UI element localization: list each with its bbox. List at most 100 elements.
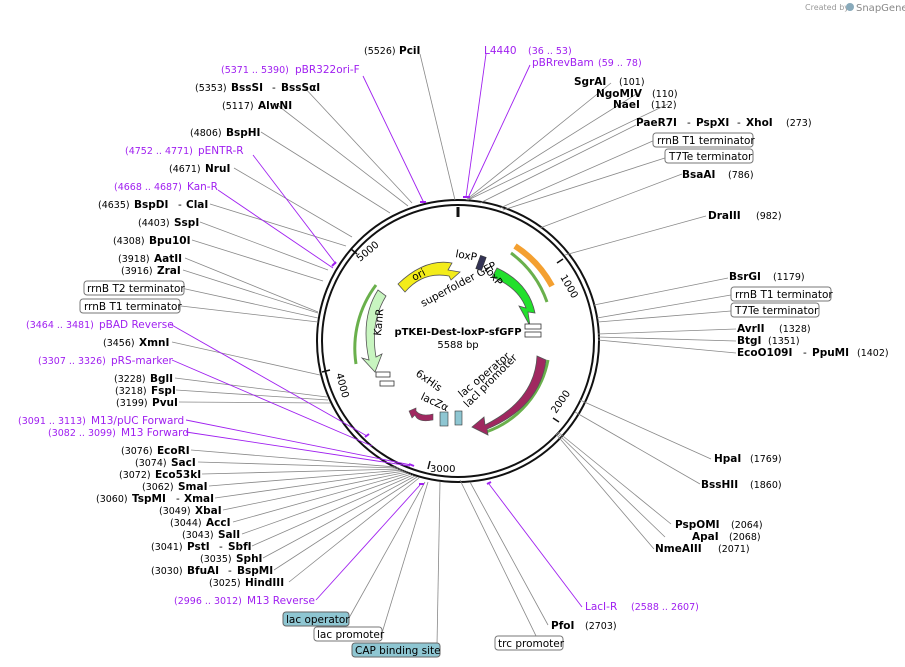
- site-sspi[interactable]: SspI: [174, 217, 199, 229]
- trc-promoter-box[interactable]: [494, 635, 564, 651]
- primer-range-m13-puc-forward: (3091 .. 3113): [18, 416, 86, 427]
- backbone-outer: [316, 199, 600, 483]
- rrnb-t1-right-box[interactable]: [730, 286, 832, 302]
- site-bsshii[interactable]: BssHII: [701, 479, 738, 491]
- kanr-arrow[interactable]: [360, 289, 387, 373]
- t7te-right-box[interactable]: [730, 302, 820, 318]
- primer-m13-reverse[interactable]: M13 Reverse: [247, 595, 315, 607]
- site-alwni[interactable]: AlwNI: [258, 100, 292, 112]
- primer-prs-marker[interactable]: pRS-marker: [111, 355, 174, 367]
- lac-promoter-box[interactable]: [313, 626, 383, 642]
- site-sbfi[interactable]: SbfI: [228, 541, 252, 553]
- rrnb-t1-left-box[interactable]: [79, 298, 181, 314]
- cap-site-block[interactable]: [454, 410, 463, 426]
- site-aatii[interactable]: AatII: [154, 253, 182, 265]
- backbone-inner: [321, 204, 595, 478]
- site-bspmi[interactable]: BspMI: [237, 565, 273, 577]
- ori-arrow[interactable]: [397, 261, 461, 293]
- laci-arrow[interactable]: [471, 355, 547, 436]
- primer-pbr322ori-f[interactable]: pBR322ori-F: [295, 64, 360, 76]
- site-ecori[interactable]: EcoRI: [157, 445, 190, 457]
- plasmid-name: pTKEI-Dest-loxP-sfGFP: [394, 327, 521, 338]
- cap-site-box[interactable]: [351, 642, 441, 658]
- site-bfuai[interactable]: BfuAI: [187, 565, 219, 577]
- site-psti[interactable]: PstI: [187, 541, 210, 553]
- site-pspomi[interactable]: PspOMI: [675, 519, 720, 531]
- site-zrai[interactable]: ZraI: [157, 265, 181, 277]
- site-bspdi[interactable]: BspDI: [134, 199, 168, 211]
- site-eco53ki[interactable]: Eco53kI: [155, 469, 201, 481]
- site-xmai[interactable]: XmaI: [184, 493, 214, 505]
- loxp-block[interactable]: [475, 255, 487, 271]
- primer-m13-puc-forward[interactable]: M13/pUC Forward: [91, 415, 184, 427]
- primer-l4440[interactable]: L4440: [484, 45, 517, 57]
- primer-kan-r[interactable]: Kan-R: [187, 181, 218, 193]
- site-bgli[interactable]: BglI: [150, 373, 173, 385]
- t7te-top-box[interactable]: [664, 148, 754, 164]
- leader-lines: [171, 53, 737, 646]
- site-avrii[interactable]: AvrII: [737, 323, 765, 335]
- rrnb-t2-left-box[interactable]: [83, 280, 185, 296]
- sfgfp-arrow[interactable]: [491, 267, 536, 327]
- terminator-block-4[interactable]: [379, 380, 395, 387]
- primer-range-l4440: (36 .. 53): [528, 46, 572, 57]
- site-xhoi[interactable]: XhoI: [746, 117, 773, 129]
- site-sphi[interactable]: SphI: [236, 553, 262, 565]
- site-xmni[interactable]: XmnI: [139, 337, 169, 349]
- site-saci[interactable]: SacI: [171, 457, 196, 469]
- site-sgrai[interactable]: SgrAI: [574, 76, 606, 88]
- terminator-block-2[interactable]: [524, 331, 542, 338]
- site-smai[interactable]: SmaI: [178, 481, 208, 493]
- site-fspi[interactable]: FspI: [151, 385, 176, 397]
- site-apai[interactable]: ApaI: [692, 531, 719, 543]
- primer-range-pentr-r: (4752 .. 4771): [125, 146, 193, 157]
- site-ngomiv[interactable]: NgoMIV: [596, 88, 643, 100]
- site-acci[interactable]: AccI: [206, 517, 230, 529]
- orange-feature-arc: [513, 243, 555, 288]
- site-bsaai[interactable]: BsaAI: [682, 169, 715, 181]
- site-tspmi[interactable]: TspMI: [132, 493, 166, 505]
- rrnb-t1-top-box[interactable]: [652, 132, 754, 148]
- primer-ticks: [331, 196, 492, 485]
- site-pcii[interactable]: PciI: [399, 45, 420, 57]
- primer-range-pbrrevbam: (59 .. 78): [598, 58, 642, 69]
- site-sali[interactable]: SalI: [218, 529, 240, 541]
- green-arc-left: [353, 284, 378, 365]
- site-pvui[interactable]: PvuI: [152, 397, 178, 409]
- ruler-3000: 3000: [430, 464, 455, 475]
- site-pfoi[interactable]: PfoI: [551, 620, 574, 632]
- primer-pbrrevbam[interactable]: pBRrevBam: [532, 57, 594, 69]
- site-clai[interactable]: ClaI: [186, 199, 208, 211]
- site-pos-pvui: (3199): [116, 398, 148, 409]
- site-naei[interactable]: NaeI: [613, 99, 640, 111]
- primer-pentr-r[interactable]: pENTR-R: [198, 145, 244, 157]
- site-pos-btgi: (1351): [768, 336, 800, 347]
- primer-laci-r[interactable]: LacI-R: [585, 601, 617, 613]
- site-pspxi[interactable]: PspXI: [696, 117, 729, 129]
- site-bsssai[interactable]: BssSαI: [281, 82, 320, 94]
- site-bsphi[interactable]: BspHI: [226, 127, 260, 139]
- lacza-arrow[interactable]: [408, 407, 434, 422]
- site-nmeaiii[interactable]: NmeAIII: [655, 543, 702, 555]
- primer-m13-forward[interactable]: M13 Forward: [121, 427, 189, 439]
- site-paer7i[interactable]: PaeR7I: [636, 117, 677, 129]
- site-hindiii[interactable]: HindIII: [245, 577, 284, 589]
- site-bpu10i[interactable]: Bpu10I: [149, 235, 191, 247]
- site-pos-hindiii: (3025): [209, 578, 241, 589]
- trc-promoter-label: trc promoter: [498, 638, 565, 650]
- site-hpai[interactable]: HpaI: [714, 453, 741, 465]
- site-xbai[interactable]: XbaI: [195, 505, 222, 517]
- site-btgi[interactable]: BtgI: [737, 335, 761, 347]
- site-bsrgi[interactable]: BsrGI: [729, 271, 761, 283]
- site-ppumi[interactable]: PpuMI: [812, 347, 849, 359]
- lac-operator-box[interactable]: [282, 611, 350, 627]
- site-draiii[interactable]: DraIII: [708, 210, 741, 222]
- terminator-block-3[interactable]: [375, 371, 391, 378]
- lac-operator-block[interactable]: [439, 411, 449, 427]
- site-bsssi[interactable]: BssSI: [231, 82, 263, 94]
- site-pos-sali: (3043): [182, 530, 214, 541]
- site-ecoo109i[interactable]: EcoO109I: [737, 347, 792, 359]
- primer-pbad-reverse[interactable]: pBAD Reverse: [99, 319, 174, 331]
- site-nrui[interactable]: NruI: [205, 163, 230, 175]
- terminator-block-1[interactable]: [524, 323, 542, 330]
